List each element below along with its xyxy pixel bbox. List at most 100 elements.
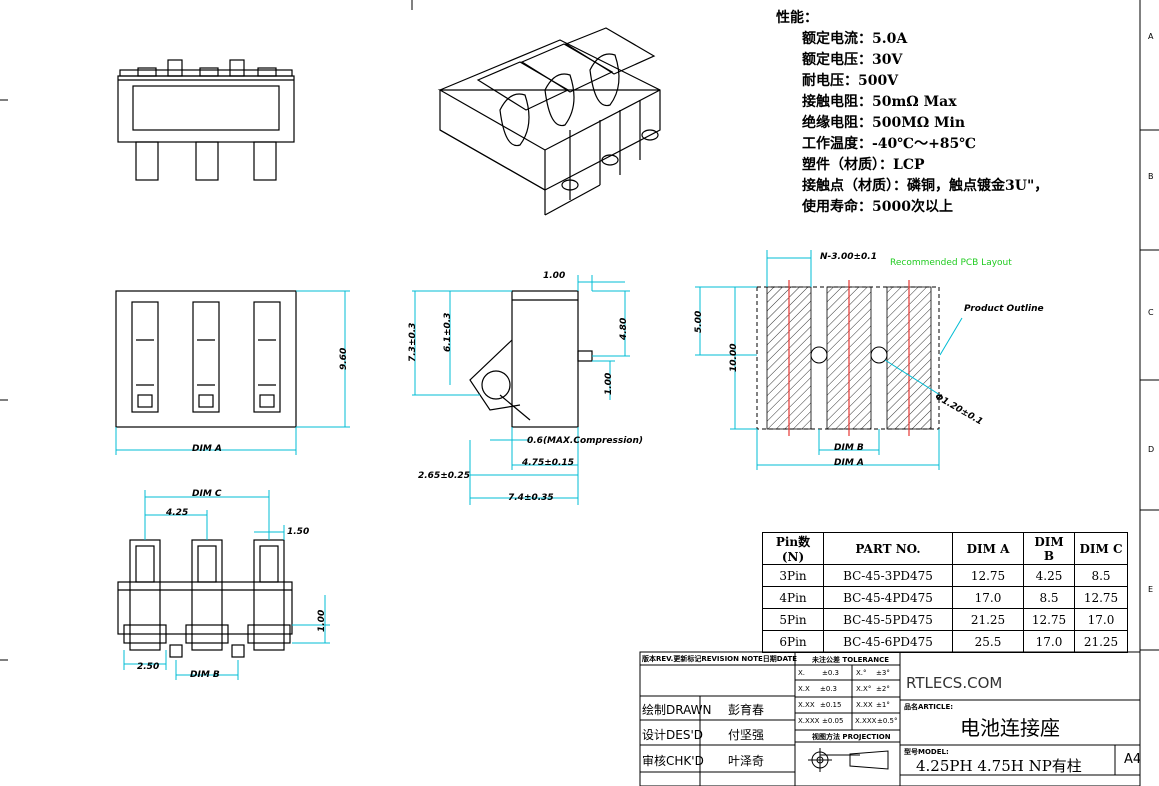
cell-pin: 4Pin xyxy=(762,586,824,609)
spec-life: 使用寿命：5000次以上 xyxy=(802,199,953,215)
bottom-view-dims xyxy=(123,490,330,680)
spec-title: 性能： xyxy=(776,10,818,26)
dim-a-label-top: DIM A xyxy=(192,444,222,454)
spec-housing-material: 塑件（材质）：LCP xyxy=(802,157,925,173)
design-label: 设计DES'D xyxy=(642,728,703,742)
design-name: 付坚强 xyxy=(728,728,765,742)
tol-x: X. xyxy=(798,669,806,677)
col-dim-c: DIM C xyxy=(1074,532,1128,565)
tolerance-header: 未注公差 TOLERANCE xyxy=(812,656,889,664)
tol-ang4-val: ±0.5° xyxy=(877,717,898,725)
tol-ang4: X.XXX xyxy=(855,717,877,725)
article-label: 品名ARTICLE: xyxy=(904,703,954,711)
isometric-view xyxy=(437,27,661,216)
tol-ang2: X.X° xyxy=(856,685,872,693)
sheet-size: A4 xyxy=(1124,752,1142,767)
pin-table-header: Pin数(N) PART NO. DIM A DIM B DIM C xyxy=(762,532,1128,565)
drawn-name: 彭育春 xyxy=(728,703,765,717)
tol-xxx-val: ±0.15 xyxy=(820,701,842,709)
spec-contact-resistance: 接触电阻：50mΩ Max xyxy=(802,94,957,110)
dim-150-label: 1.50 xyxy=(287,527,310,537)
tol-xxx: X.XX xyxy=(798,701,815,709)
pcb-layout xyxy=(756,280,940,436)
cell-dim-b: 12.75 xyxy=(1023,608,1075,631)
cell-dim-c: 17.0 xyxy=(1074,608,1128,631)
tol-ang1: X.° xyxy=(856,669,867,677)
edge-mark-b: B xyxy=(1148,172,1154,181)
article-name: 电池连接座 xyxy=(960,716,1060,740)
rev-header: 版本REV.更新标记REVISION NOTE日期DATE xyxy=(642,655,798,663)
pcb-1000-label: 10.00 xyxy=(729,343,739,372)
col-pin: Pin数(N) xyxy=(762,532,824,565)
bottom-view xyxy=(117,539,293,658)
dim-b-bottom-label: DIM B xyxy=(190,670,220,680)
edge-mark-c: C xyxy=(1148,308,1154,317)
cell-part-no: BC-45-5PD475 xyxy=(823,608,953,631)
tol-ang2-val: ±2° xyxy=(876,685,890,693)
edge-mark-e: E xyxy=(1148,585,1154,594)
side-view-dims xyxy=(412,275,630,505)
brand-watermark: RTLECS.COM xyxy=(906,674,1003,692)
side-view xyxy=(469,290,593,428)
cell-dim-b: 4.25 xyxy=(1023,564,1075,587)
tol-xxxx: X.XXX xyxy=(798,717,820,725)
table-row: 6Pin BC-45-6PD475 25.5 17.0 21.25 xyxy=(762,630,1128,653)
projection-label: 视图方法 PROJECTION xyxy=(812,733,891,741)
side-475-label: 4.75±0.15 xyxy=(522,458,574,468)
dim-425-label: 4.25 xyxy=(166,508,189,518)
spec-insulation-resistance: 绝缘电阻：500MΩ Min xyxy=(802,115,966,131)
dim-100-label: 1.00 xyxy=(317,609,327,632)
pcb-500-label: 5.00 xyxy=(694,310,704,333)
cell-part-no: BC-45-3PD475 xyxy=(823,564,953,587)
cell-dim-b: 8.5 xyxy=(1023,586,1075,609)
front-view xyxy=(117,59,295,181)
side-06-label: 0.6(MAX.Compression) xyxy=(527,436,643,446)
table-row: 5Pin BC-45-5PD475 21.25 12.75 17.0 xyxy=(762,608,1128,631)
spec-block: 性能： 额定电流：5.0A 额定电压：30V 耐电压：500V 接触电阻：50m… xyxy=(776,8,1048,218)
side-265-label: 2.65±0.25 xyxy=(418,471,470,481)
col-part-no: PART NO. xyxy=(823,532,953,565)
spec-rated-current: 额定电流：5.0A xyxy=(802,31,908,47)
tol-xx: X.X xyxy=(798,685,810,693)
drawn-label: 绘制DRAWN xyxy=(642,703,712,717)
pin-table: Pin数(N) PART NO. DIM A DIM B DIM C 3Pin … xyxy=(762,532,1128,653)
cell-pin: 6Pin xyxy=(762,630,824,653)
tol-xx-val: ±0.3 xyxy=(820,685,837,693)
pcb-recommended-label: Recommended PCB Layout xyxy=(890,258,1012,268)
cell-pin: 5Pin xyxy=(762,608,824,631)
side-61-label: 6.1±0.3 xyxy=(443,312,453,352)
cell-pin: 3Pin xyxy=(762,564,824,587)
model-name: 4.25PH 4.75H NP有柱 xyxy=(916,757,1082,775)
tol-x-val: ±0.3 xyxy=(822,669,839,677)
top-view xyxy=(115,290,297,428)
table-row: 3Pin BC-45-3PD475 12.75 4.25 8.5 xyxy=(762,564,1128,587)
side-74-label: 7.4±0.35 xyxy=(508,493,554,503)
dim-960-label: 9.60 xyxy=(339,347,349,370)
check-label: 审核CHK'D xyxy=(642,754,704,768)
col-dim-a: DIM A xyxy=(952,532,1024,565)
top-view-dims xyxy=(115,290,350,455)
cell-dim-a: 21.25 xyxy=(952,608,1024,631)
dim-250-label: 2.50 xyxy=(137,662,160,672)
side-100-label: 1.00 xyxy=(604,372,614,395)
pcb-dims xyxy=(695,250,963,470)
spec-withstand-voltage: 耐电压：500V xyxy=(802,73,899,89)
tol-ang3-val: ±1° xyxy=(876,701,890,709)
spec-contact-material: 接触点（材质）：磷铜，触点镀金3U"， xyxy=(802,178,1049,194)
cell-part-no: BC-45-4PD475 xyxy=(823,586,953,609)
pcb-dim-b-label: DIM B xyxy=(834,443,864,453)
pcb-dim-a-label: DIM A xyxy=(834,458,864,468)
cell-dim-a: 25.5 xyxy=(952,630,1024,653)
model-label: 型号MODEL: xyxy=(904,748,949,756)
check-name: 叶泽奇 xyxy=(728,754,765,768)
cell-dim-c: 12.75 xyxy=(1074,586,1128,609)
tol-ang1-val: ±3° xyxy=(876,669,890,677)
spec-rated-voltage: 额定电压：30V xyxy=(802,52,903,68)
side-480-label: 4.80 xyxy=(619,317,629,340)
table-row: 4Pin BC-45-4PD475 17.0 8.5 12.75 xyxy=(762,586,1128,609)
cell-dim-b: 17.0 xyxy=(1023,630,1075,653)
spec-operating-temp: 工作温度：-40℃～+85℃ xyxy=(802,136,977,152)
dim-c-label: DIM C xyxy=(192,489,222,499)
